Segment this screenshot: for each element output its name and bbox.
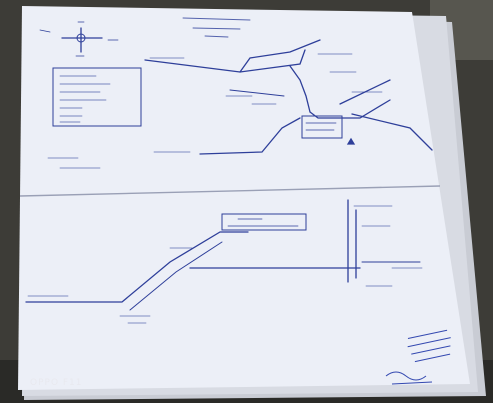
lower-map xyxy=(25,199,423,324)
upper-labels-text xyxy=(47,53,383,169)
road-upper-left xyxy=(144,49,306,73)
lower-site-box-text xyxy=(227,218,299,227)
upper-map xyxy=(39,17,433,169)
lower-site-box xyxy=(221,213,307,231)
road-upper-north xyxy=(239,39,321,73)
site-marker-icon xyxy=(346,137,356,145)
road-junction xyxy=(289,65,311,113)
signature-icon xyxy=(385,371,433,385)
paper-sheet xyxy=(18,6,470,390)
upper-heading-text xyxy=(182,17,251,38)
road-main-diagonal-edge xyxy=(129,241,223,311)
legend-text xyxy=(59,75,111,123)
road-vertical xyxy=(347,199,357,283)
road-east xyxy=(309,99,391,119)
legend-box xyxy=(52,67,142,127)
road-south-west xyxy=(199,117,301,155)
road-main-diagonal xyxy=(25,231,249,303)
stamp-icon xyxy=(407,329,451,363)
camera-watermark: OPPO F11 xyxy=(30,378,83,388)
road-link xyxy=(229,89,285,97)
fold-line xyxy=(19,185,441,197)
site-box-text xyxy=(305,122,337,131)
lower-labels-text xyxy=(27,205,423,324)
site-box xyxy=(301,115,343,139)
compass-rose-icon xyxy=(39,21,119,57)
